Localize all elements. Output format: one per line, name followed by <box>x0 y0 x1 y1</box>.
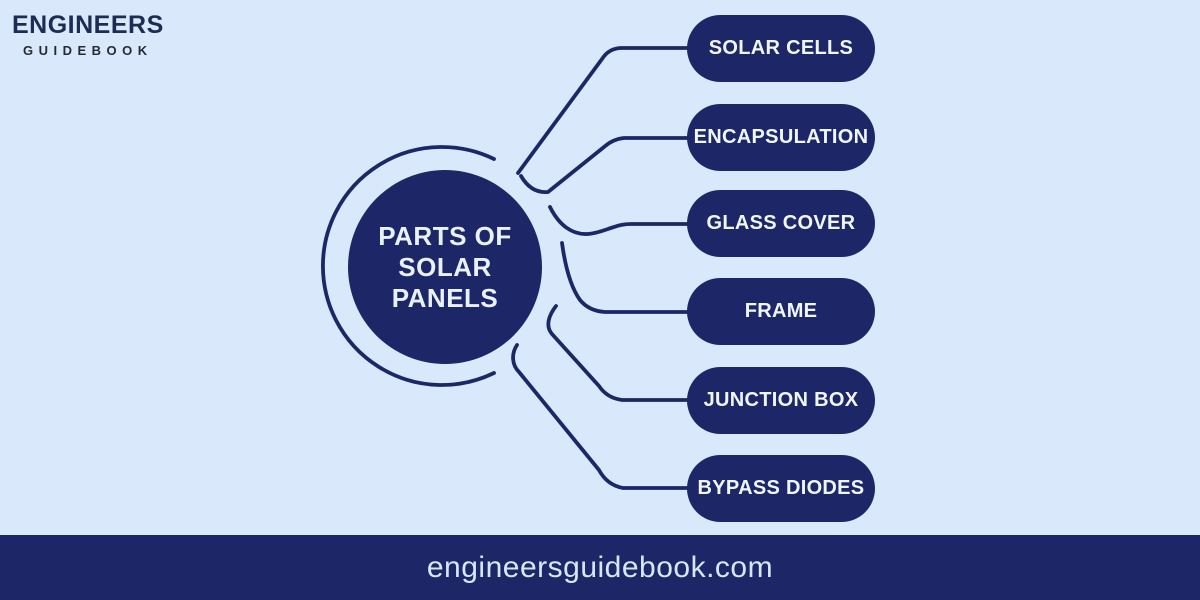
brand-logo: ENGINEERS GUIDEBOOK <box>12 11 164 58</box>
logo-subtitle: GUIDEBOOK <box>23 42 153 58</box>
node-encapsulation: ENCAPSULATION <box>687 104 875 171</box>
connector-solar-cells <box>516 46 689 175</box>
node-label: ENCAPSULATION <box>693 126 869 148</box>
connector-encapsulation <box>519 136 689 194</box>
node-junction-box: JUNCTION BOX <box>687 367 875 434</box>
node-label: SOLAR CELLS <box>708 37 854 59</box>
node-frame: FRAME <box>687 278 875 345</box>
logo-title: ENGINEERS <box>12 11 164 39</box>
node-bypass-diodes: BYPASS DIODES <box>687 455 875 522</box>
node-label: GLASS COVER <box>706 212 856 234</box>
hub-circle: PARTS OF SOLAR PANELS <box>348 170 542 364</box>
hub-title-line: SOLAR <box>398 251 492 282</box>
hub-title-line: PARTS OF <box>378 220 512 251</box>
connector-junction-box <box>546 304 689 402</box>
hub-title-line: PANELS <box>391 282 499 313</box>
connector-glass-cover <box>548 205 689 236</box>
connector-bypass-diodes <box>511 343 689 490</box>
node-label: FRAME <box>744 300 818 322</box>
node-glass-cover: GLASS COVER <box>687 190 875 257</box>
node-label: JUNCTION BOX <box>703 389 859 411</box>
node-solar-cells: SOLAR CELLS <box>687 15 875 82</box>
footer-bar: engineersguidebook.com <box>0 535 1200 600</box>
hub-ring-arc <box>321 145 496 387</box>
website-url: engineersguidebook.com <box>426 550 774 584</box>
connector-frame <box>560 241 689 314</box>
node-label: BYPASS DIODES <box>697 477 865 499</box>
